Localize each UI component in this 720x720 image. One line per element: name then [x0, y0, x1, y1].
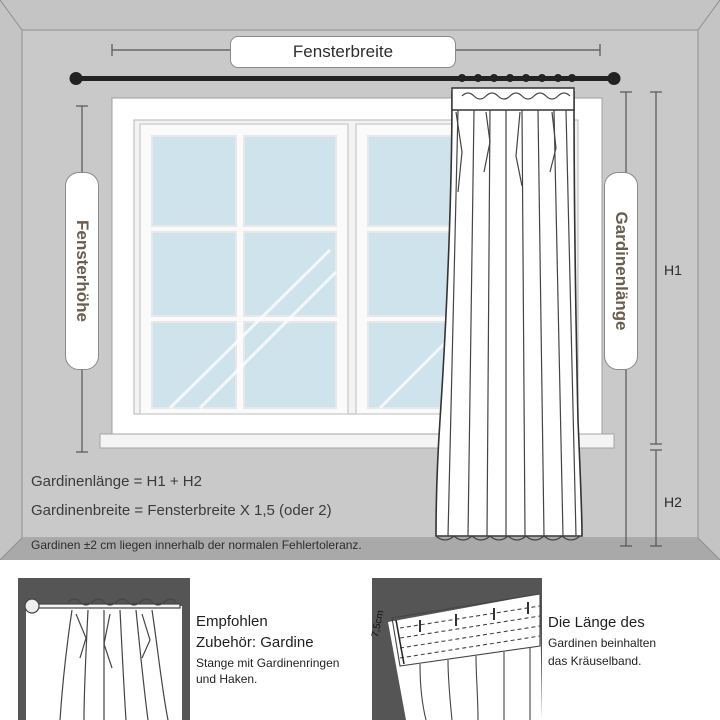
- panel-right-body-1: Gardinen beinhalten: [548, 636, 657, 650]
- panel-right-title-1: Die Länge des: [548, 614, 645, 631]
- panel-left-body-2: und Haken.: [196, 672, 258, 686]
- floor: [0, 538, 720, 560]
- panel-left-body-1: Stange mit Gardinenringen: [196, 656, 340, 670]
- formula-width: Gardinenbreite = Fensterbreite X 1,5 (od…: [31, 502, 332, 519]
- window-height-label: Fensterhöhe: [73, 219, 92, 323]
- curtain-length-label: Gardinenlänge: [612, 211, 631, 331]
- glass-panes: [151, 135, 461, 409]
- tolerance-note: Gardinen ±2 cm liegen innerhalb der norm…: [31, 538, 362, 552]
- h2-label: H2: [664, 494, 682, 510]
- panel-left-title-1: Empfohlen: [196, 613, 268, 630]
- panel-left-title-2: Zubehör: Gardine: [196, 634, 314, 651]
- panel-right-body-2: das Kräuselband.: [548, 654, 642, 668]
- window-height-pill: Fensterhöhe: [65, 172, 99, 370]
- bottom-section: [0, 560, 720, 720]
- curtain-length-dimension: [620, 91, 662, 547]
- curtain-length-pill: Gardinenlänge: [604, 172, 638, 370]
- window-width-label: Fensterbreite: [230, 36, 456, 68]
- formula-length: Gardinenlänge = H1 + H2: [31, 473, 202, 490]
- curtain-rod: [69, 72, 621, 85]
- curtain: [435, 74, 583, 541]
- h1-label: H1: [664, 262, 682, 278]
